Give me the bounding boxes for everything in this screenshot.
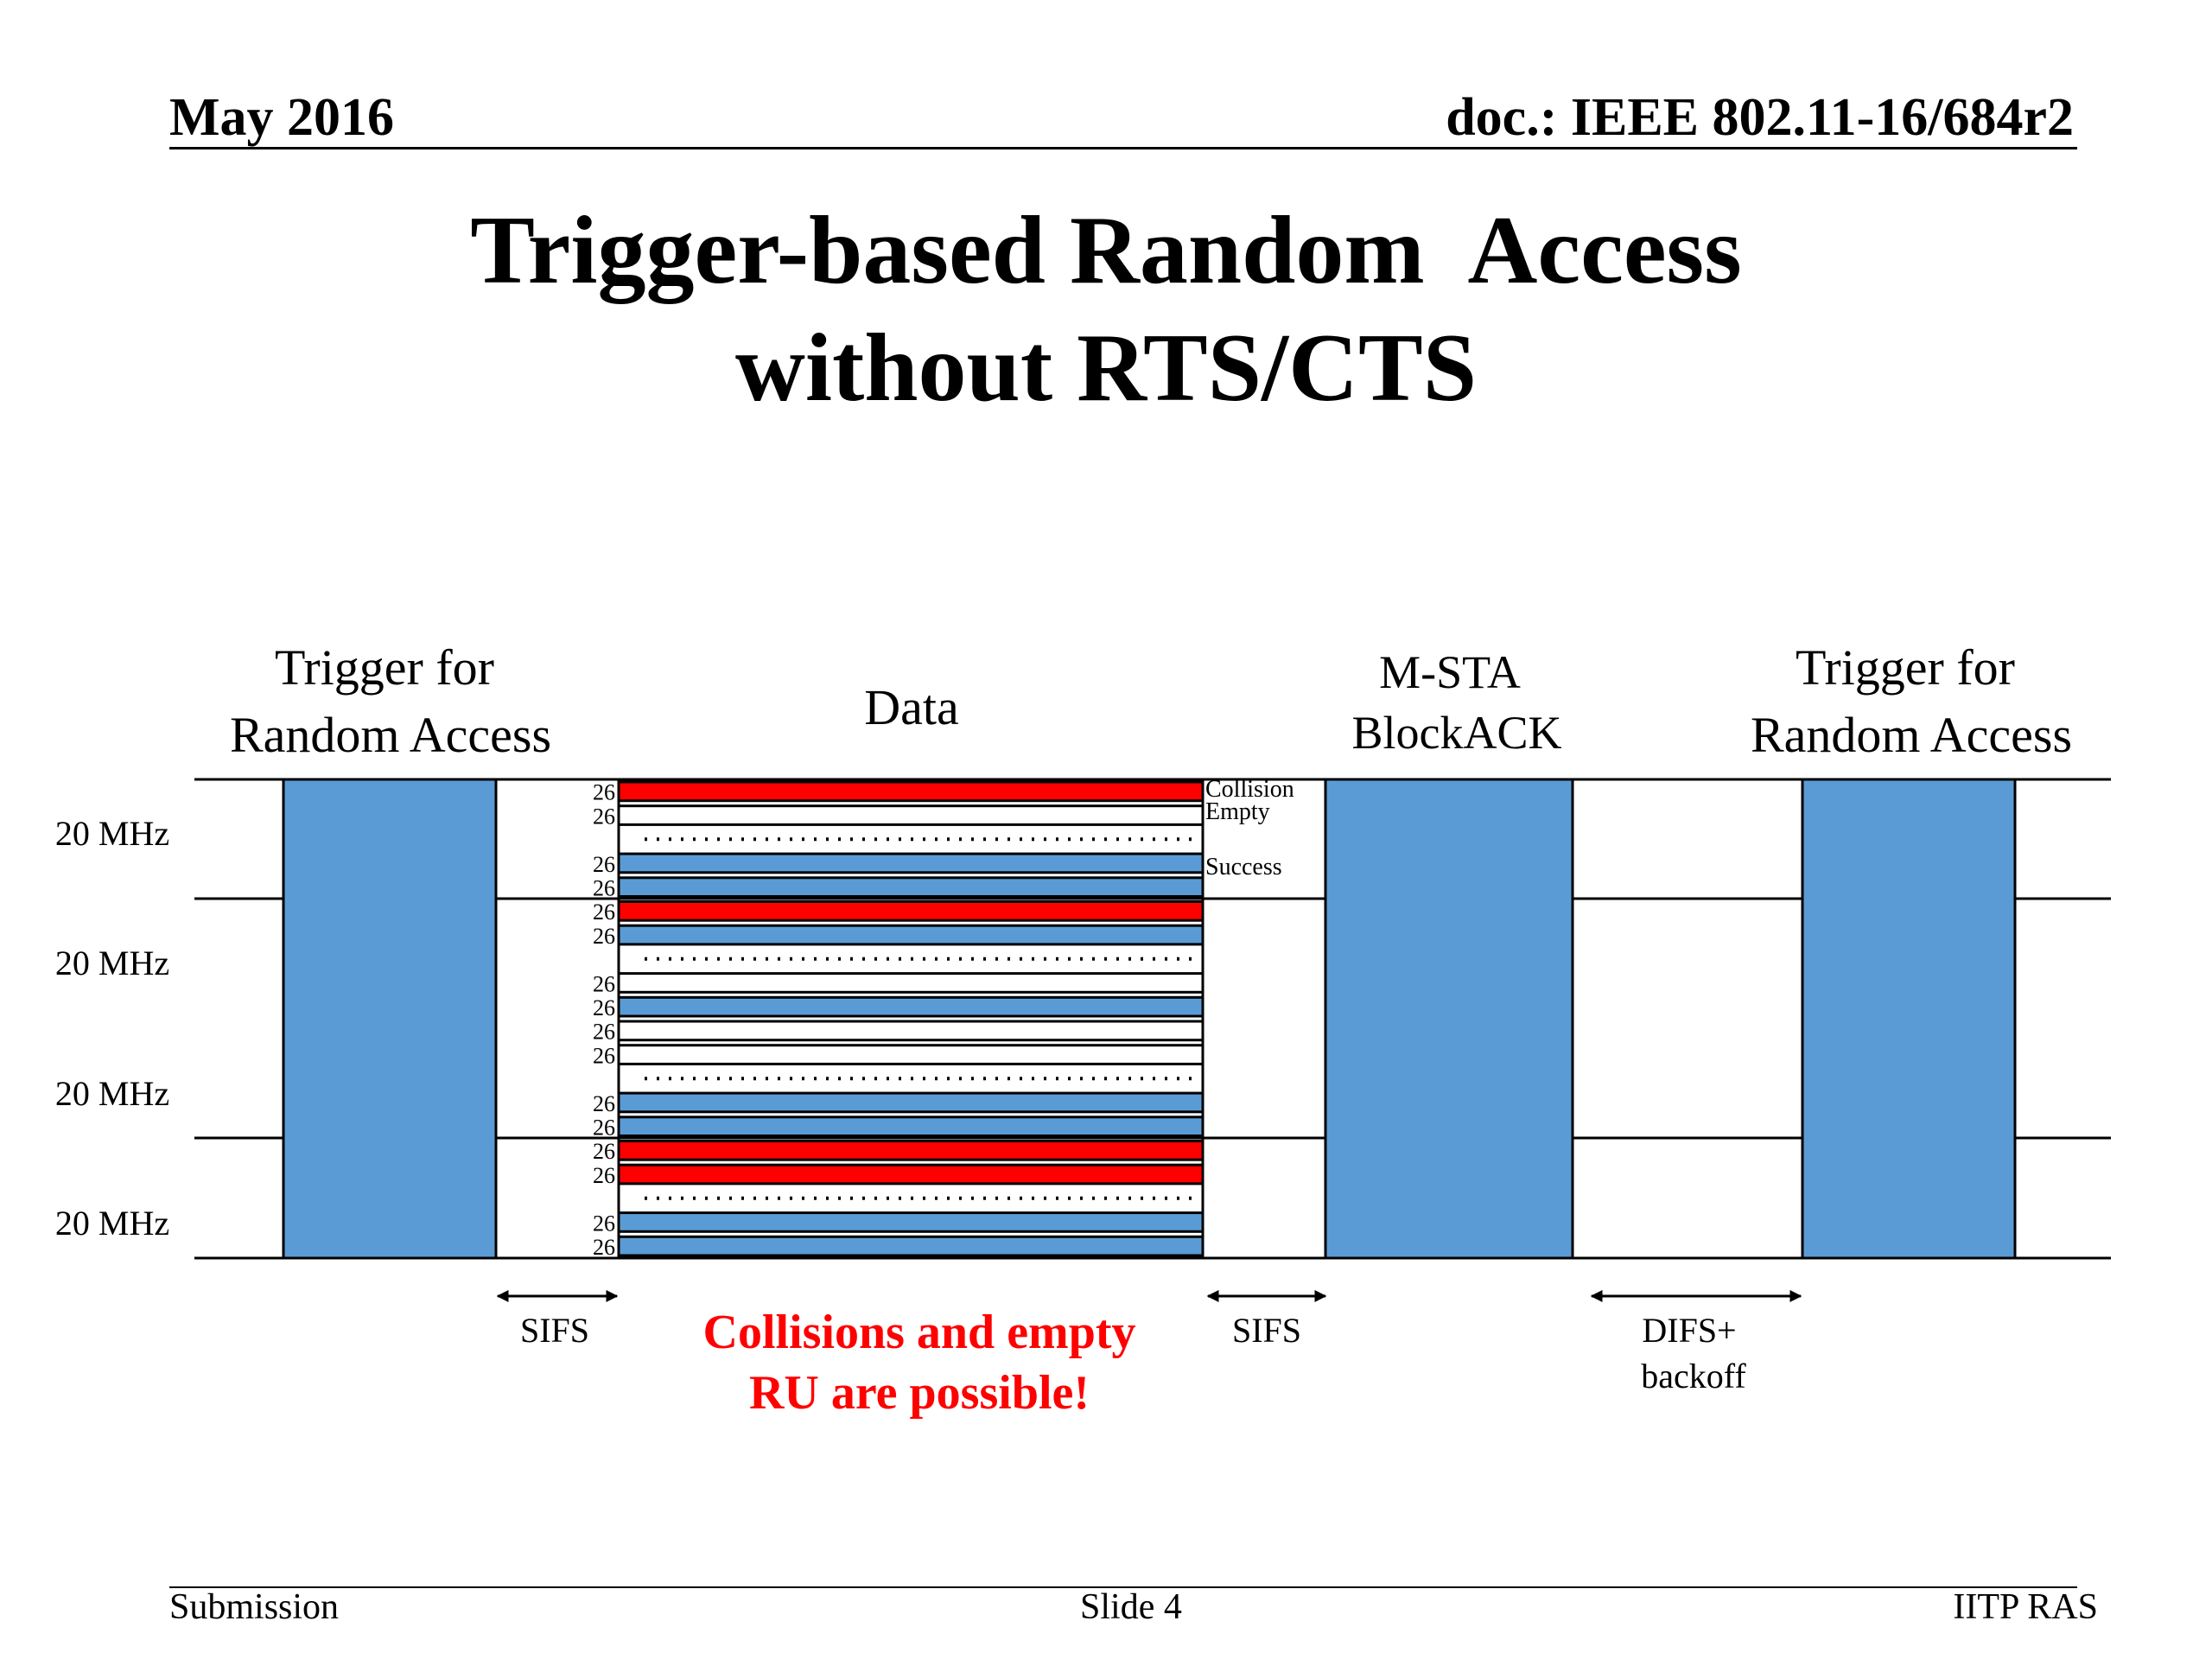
footer-organization: IITP RAS [1953, 1587, 2098, 1627]
slide-title: Trigger-based Random Access without RTS/… [0, 192, 2212, 427]
ru-size-label: 26 [593, 995, 615, 1020]
footer-submission: Submission [169, 1587, 340, 1627]
ru-success [617, 876, 1205, 898]
collision-note-line-2: RU are possible! [749, 1366, 1090, 1420]
ru-size-label: 26 [593, 1091, 615, 1116]
legend-collision: Collision [1205, 776, 1294, 803]
footer-slide-number: Slide 4 [1080, 1587, 1182, 1627]
ru-size-label: 26 [593, 899, 615, 925]
channel-label-2: 20 MHz [55, 944, 169, 982]
ru-size-label: 26 [593, 1043, 615, 1068]
ru-empty [617, 1020, 1205, 1042]
channel-label-3: 20 MHz [55, 1074, 169, 1113]
label-data: Data [864, 679, 959, 735]
blockack-frame-block [1324, 778, 1574, 1260]
ru-size-label: 26 [593, 1139, 615, 1164]
label-trigger-left-line-2: Random Access [230, 707, 551, 763]
label-trigger-right-line-1: Trigger for [1796, 639, 2015, 696]
channel-label-4: 20 MHz [55, 1204, 169, 1243]
channel-boundaries [194, 778, 2111, 1260]
label-blockack-line-2: BlockACK [1352, 707, 1562, 759]
label-blockack-line-1: M-STA [1379, 646, 1521, 698]
header-date: May 2016 [169, 88, 395, 147]
ru-collision [617, 1140, 1205, 1161]
ru-empty [617, 972, 1205, 994]
ru-size-label: 26 [593, 852, 615, 877]
label-trigger-left-line-1: Trigger for [275, 639, 494, 696]
difs-label-line-2: backoff [1641, 1357, 1746, 1395]
slide-title-line-1: Trigger-based Random Access [470, 197, 1742, 304]
label-trigger-right-line-2: Random Access [1751, 707, 2072, 763]
ru-success [617, 1211, 1205, 1233]
ru-size-label: 26 [593, 924, 615, 949]
difs-label-line-1: DIFS+ [1642, 1311, 1736, 1350]
ru-size-label: 26 [593, 1116, 615, 1141]
ru-size-label: 26 [593, 1235, 615, 1260]
ru-empty [617, 1044, 1205, 1065]
ru-success [617, 852, 1205, 874]
collision-note-line-1: Collisions and empty [703, 1306, 1136, 1359]
ru-size-label: 26 [593, 804, 615, 829]
legend-empty: Empty [1205, 798, 1270, 825]
sifs-label-2: SIFS [1232, 1311, 1301, 1350]
ru-collision [617, 900, 1205, 922]
ru-rows [617, 780, 1205, 1257]
slide-title-line-2: without RTS/CTS [734, 315, 1478, 422]
ru-size-label: 26 [593, 1211, 615, 1236]
channel-label-1: 20 MHz [55, 814, 169, 853]
ru-collision [617, 780, 1205, 803]
header-rule [169, 147, 2077, 149]
ru-success [617, 1235, 1205, 1257]
ru-size-label: 26 [593, 1163, 615, 1188]
ru-success [617, 1091, 1205, 1114]
ru-size-label: 26 [593, 780, 615, 805]
trigger-frame-block-left [282, 778, 498, 1260]
ru-success [617, 924, 1205, 946]
ru-size-label: 26 [593, 1020, 615, 1045]
footer-rule [169, 1586, 2077, 1588]
ru-success [617, 1116, 1205, 1138]
sifs-label-1: SIFS [520, 1311, 589, 1350]
legend-success: Success [1205, 854, 1282, 880]
ru-size-label: 26 [593, 971, 615, 996]
ru-success [617, 995, 1205, 1018]
ru-size-label: 26 [593, 876, 615, 901]
header-doc-id: doc.: IEEE 802.11-16/684r2 [1446, 88, 2074, 147]
trigger-frame-block-right [1801, 778, 2017, 1260]
ru-collision [617, 1163, 1205, 1185]
ru-empty [617, 804, 1205, 826]
